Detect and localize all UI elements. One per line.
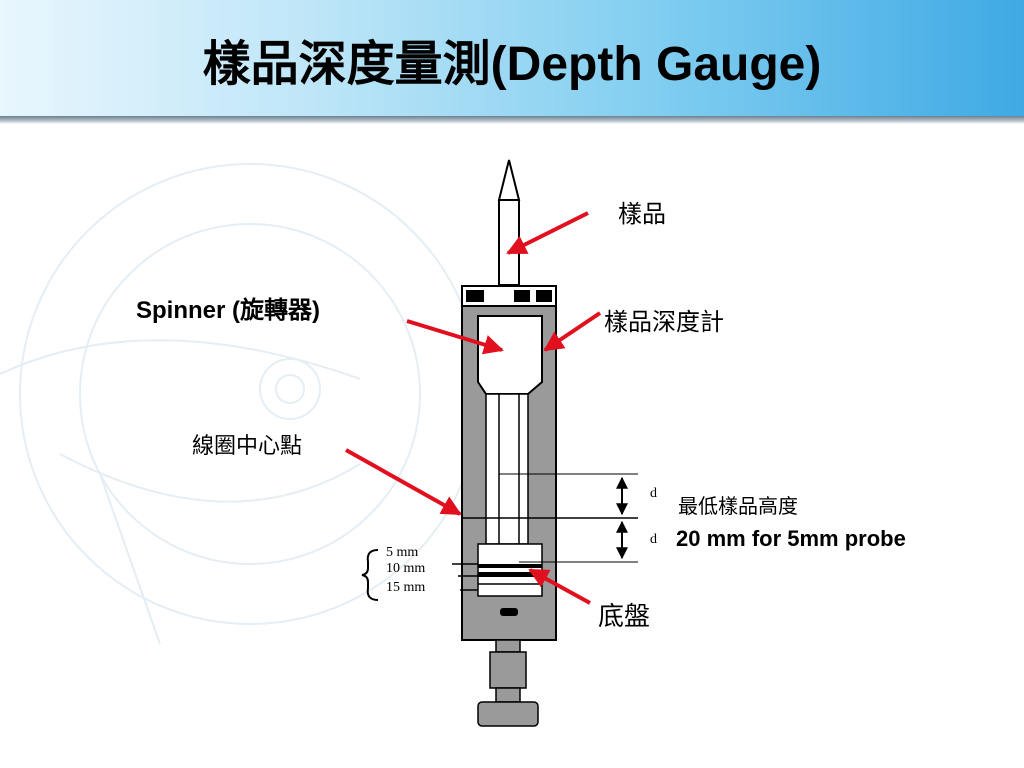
label-base: 底盤 (598, 602, 651, 632)
label-spinner: Spinner (旋轉器) (136, 290, 320, 325)
label-min-height: 最低樣品高度 (678, 494, 798, 518)
label-coil-center: 線圈中心點 (192, 434, 303, 459)
label-depth-gauge: 樣品深度計 (604, 308, 724, 336)
label-spinner-cjk: 旋轉器 (240, 295, 313, 324)
title-banner-shadow (0, 116, 1024, 124)
arrow-spinner (406, 319, 504, 355)
title-latin: (Depth Gauge) (490, 38, 822, 91)
label-sample: 樣品 (618, 200, 666, 228)
title-banner (0, 0, 1024, 122)
sample-tube (497, 159, 521, 286)
scale-lines (452, 563, 478, 591)
arrow-depth-gauge (543, 311, 602, 352)
label-spinner-en: Spinner ( (136, 297, 241, 324)
label-probe-note: 20 mm for 5mm probe (676, 526, 906, 551)
callout-arrows (345, 211, 602, 605)
base-stem (477, 639, 539, 727)
dimension-label-top: d (650, 486, 657, 501)
title-cjk: 樣品深度量測 (202, 36, 491, 92)
scale-mark-15mm: 15 mm (386, 580, 426, 595)
scale-mark-10mm: 10 mm (386, 561, 426, 576)
page-title: 樣品深度量測(Depth Gauge) (0, 24, 1024, 94)
arrow-coil-center (345, 448, 462, 516)
arrow-base (528, 568, 591, 605)
dimension-label-bottom: d (650, 532, 657, 547)
scale-brace (361, 549, 379, 601)
spinner-cap (461, 285, 557, 307)
arrow-sample (506, 211, 589, 255)
scale-mark-5mm: 5 mm (386, 545, 419, 560)
label-spinner-close: ) (312, 297, 321, 324)
